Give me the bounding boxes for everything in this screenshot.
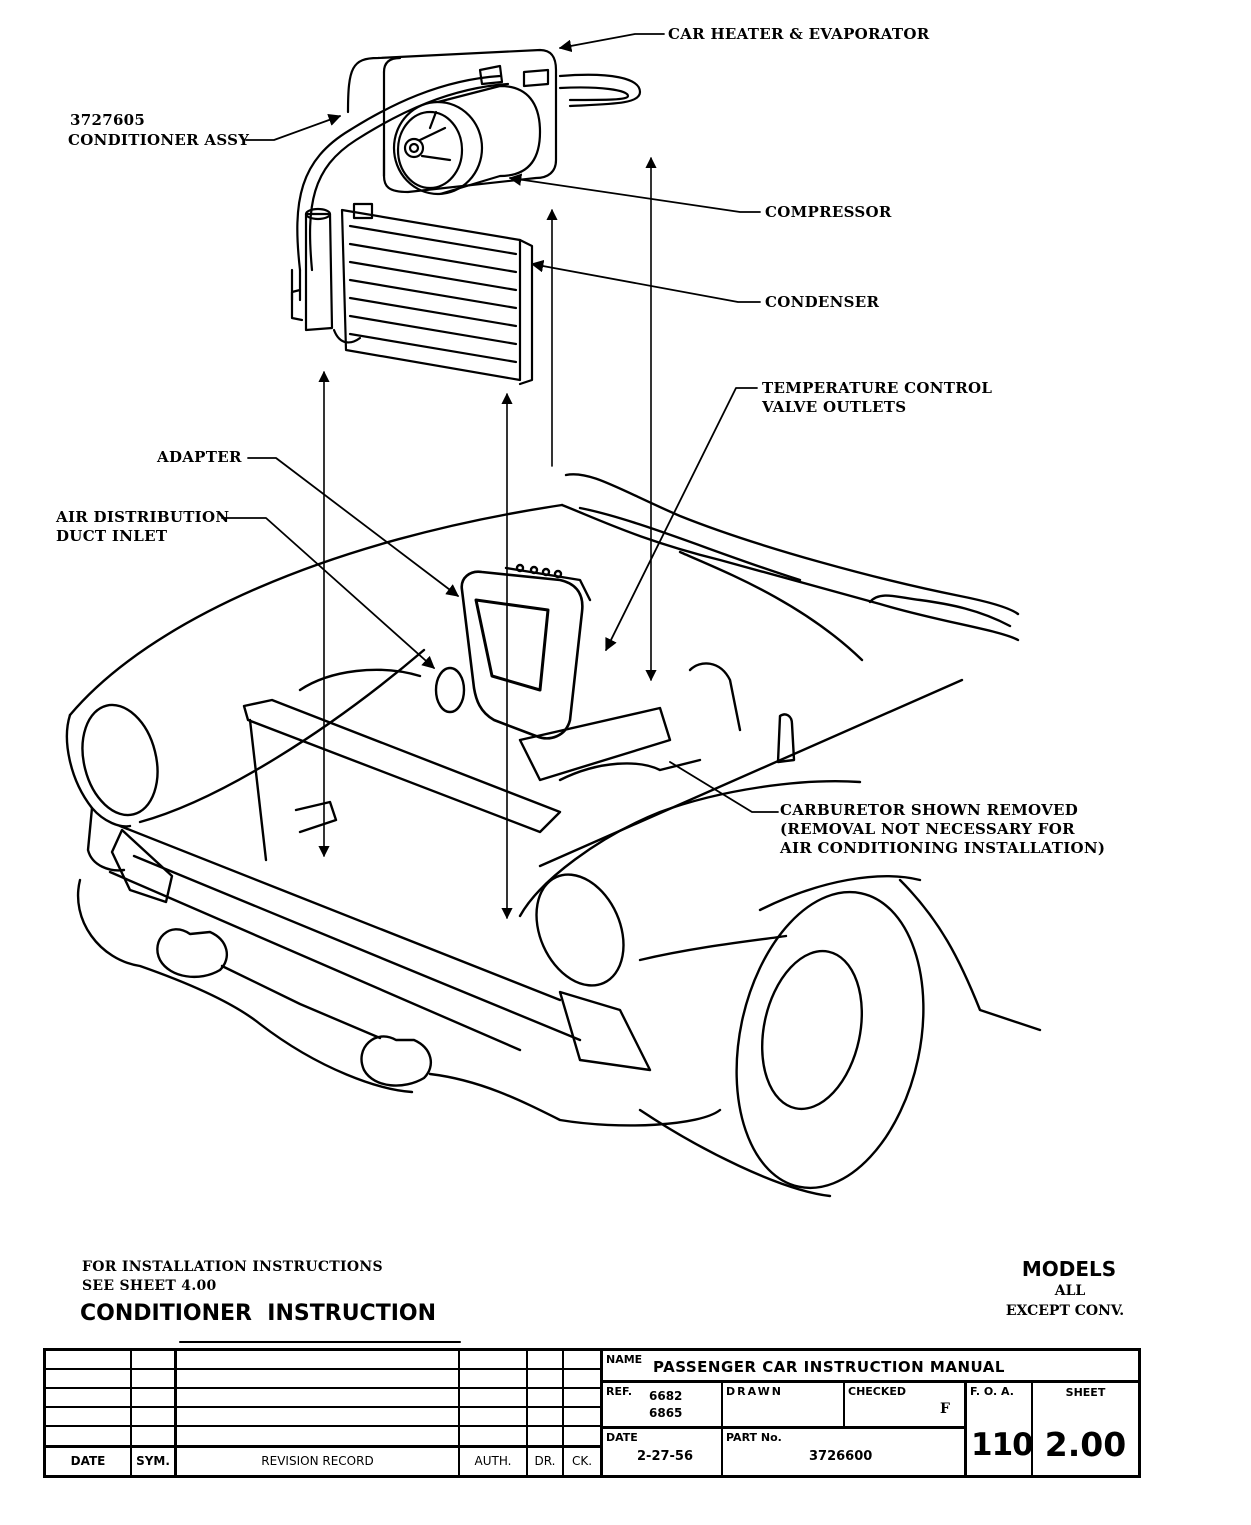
receiver-dryer: [304, 212, 334, 332]
grille-frame: [242, 698, 562, 834]
ref-label: REF.: [606, 1385, 633, 1398]
part-number-cell: PART No. 3726600: [723, 1429, 967, 1475]
installation-arrows: [318, 156, 657, 920]
leader-air-dist: [221, 517, 435, 669]
label-compressor: COMPRESSOR: [765, 203, 892, 221]
hose-upper: [296, 74, 510, 272]
hood-rear-edge: [564, 473, 1020, 616]
leader-adapter: [247, 457, 460, 597]
front-wheel-tire: [735, 890, 925, 1190]
date-value: 2-27-56: [637, 1449, 694, 1464]
installation-note-line1: FOR INSTALLATION INSTRUCTIONS: [82, 1259, 383, 1275]
left-headlight: [81, 703, 159, 817]
checked-value: F: [940, 1401, 950, 1417]
label-air-distribution-line1: AIR DISTRIBUTION: [56, 508, 230, 526]
condenser-core: [340, 208, 522, 382]
leader-car-heater: [558, 33, 665, 53]
name-value: PASSENGER CAR INSTRUCTION MANUAL: [653, 1358, 1005, 1376]
installation-note: FOR INSTALLATION INSTRUCTIONS SEE SHEET …: [82, 1258, 383, 1296]
revision-header-dr: DR.: [534, 1454, 556, 1468]
front-wheel-hub: [760, 949, 864, 1111]
front-bumper-upper: [118, 824, 562, 1002]
ref-value-2: 6865: [649, 1406, 683, 1420]
checked-label: CHECKED: [848, 1385, 907, 1398]
foa-cell: F. O. A. 110: [967, 1383, 1034, 1475]
sheet-cell: SHEET 2.00: [1033, 1383, 1138, 1475]
label-carburetor-line3: AIR CONDITIONING INSTALLATION): [780, 839, 1106, 857]
revision-header-record: REVISION RECORD: [261, 1454, 374, 1468]
label-condenser: CONDENSER: [765, 293, 880, 311]
label-temperature-control-line1: TEMPERATURE CONTROL: [762, 379, 993, 397]
revision-divider: [130, 1351, 132, 1475]
installation-note-line2: SEE SHEET 4.00: [82, 1278, 217, 1294]
lower-bumper: [76, 878, 722, 1127]
name-cell: NAME PASSENGER CAR INSTRUCTION MANUAL: [603, 1351, 1138, 1383]
hood-top-edge: [68, 503, 564, 717]
drawn-cell: DRAWN: [723, 1383, 845, 1429]
ref-cell: REF. 6682 6865: [603, 1383, 723, 1429]
label-temperature-control-line2: VALVE OUTLETS: [762, 398, 907, 416]
car-body-illustration: [65, 473, 1042, 1198]
label-carburetor-removed: CARBURETOR SHOWN REMOVED (REMOVAL NOT NE…: [780, 801, 1105, 858]
label-temperature-control: TEMPERATURE CONTROL VALVE OUTLETS: [762, 379, 992, 417]
label-air-distribution-duct: AIR DISTRIBUTION DUCT INLET: [56, 508, 229, 546]
models-line1: ALL: [1054, 1283, 1086, 1299]
left-bumper-guard: [156, 928, 229, 978]
leader-conditioner-assy: [245, 113, 342, 141]
foa-value: 110: [971, 1427, 1034, 1463]
compressor-body: [392, 100, 484, 196]
revision-row: [46, 1370, 600, 1389]
revision-header-sym: SYM.: [136, 1454, 170, 1468]
label-car-heater-evaporator: CAR HEATER & EVAPORATOR: [668, 25, 930, 43]
label-conditioner-assy: CONDITIONER ASSY: [68, 131, 250, 149]
revision-row: [46, 1408, 600, 1427]
label-adapter: ADAPTER: [157, 448, 242, 466]
label-air-distribution-line2: DUCT INLET: [56, 527, 168, 545]
models-block: MODELS ALL EXCEPT CONV.: [990, 1257, 1140, 1321]
air-duct-adapter: [460, 570, 584, 740]
date-cell: DATE 2-27-56: [603, 1429, 723, 1475]
part-number-value: 3726600: [809, 1449, 873, 1464]
revision-divider: [174, 1351, 177, 1475]
sheet-label: SHEET: [1065, 1386, 1106, 1399]
center-bumper-guard: [360, 1035, 433, 1087]
revision-divider: [458, 1351, 460, 1475]
revision-record-table: DATE SYM. REVISION RECORD AUTH. DR. CK.: [46, 1351, 600, 1475]
drawn-label: DRAWN: [726, 1385, 783, 1398]
date-label: DATE: [606, 1431, 638, 1444]
conditioner-assembly-illustration: [290, 48, 642, 386]
name-label: NAME: [606, 1353, 643, 1366]
revision-row: [46, 1389, 600, 1408]
leader-condenser: [530, 259, 761, 303]
title-block: DATE SYM. REVISION RECORD AUTH. DR. CK. …: [43, 1348, 1141, 1478]
ref-value-1: 6682: [649, 1389, 683, 1403]
drawing-info-table: NAME PASSENGER CAR INSTRUCTION MANUAL RE…: [600, 1351, 1138, 1475]
revision-row: [46, 1351, 600, 1370]
revision-divider: [562, 1351, 564, 1475]
label-carburetor-line2: (REMOVAL NOT NECESSARY FOR: [780, 820, 1075, 838]
leader-lines: [221, 33, 779, 813]
foa-label: F. O. A.: [970, 1385, 1014, 1398]
revision-divider: [526, 1351, 528, 1475]
sheet-value: 2.00: [1044, 1425, 1127, 1464]
revision-row: [46, 1427, 600, 1448]
left-fender: [65, 713, 132, 828]
document-title: CONDITIONER INSTRUCTION: [80, 1301, 437, 1326]
leader-compressor: [508, 173, 761, 213]
right-headlight: [535, 873, 625, 987]
checked-cell: CHECKED F: [845, 1383, 967, 1429]
leader-carburetor: [669, 761, 779, 813]
part-number-label: PART No.: [726, 1431, 782, 1444]
models-line2: EXCEPT CONV.: [1005, 1303, 1125, 1319]
revision-header-ck: CK.: [571, 1454, 593, 1468]
models-heading: MODELS: [1021, 1257, 1117, 1281]
leader-temp-control: [605, 387, 758, 652]
revision-header-date: DATE: [70, 1454, 106, 1468]
label-conditioner-part-number: 3727605: [70, 111, 146, 129]
evaporator-housing: [346, 48, 558, 194]
label-carburetor-line1: CARBURETOR SHOWN REMOVED: [780, 801, 1079, 819]
revision-header-auth: AUTH.: [474, 1454, 512, 1468]
